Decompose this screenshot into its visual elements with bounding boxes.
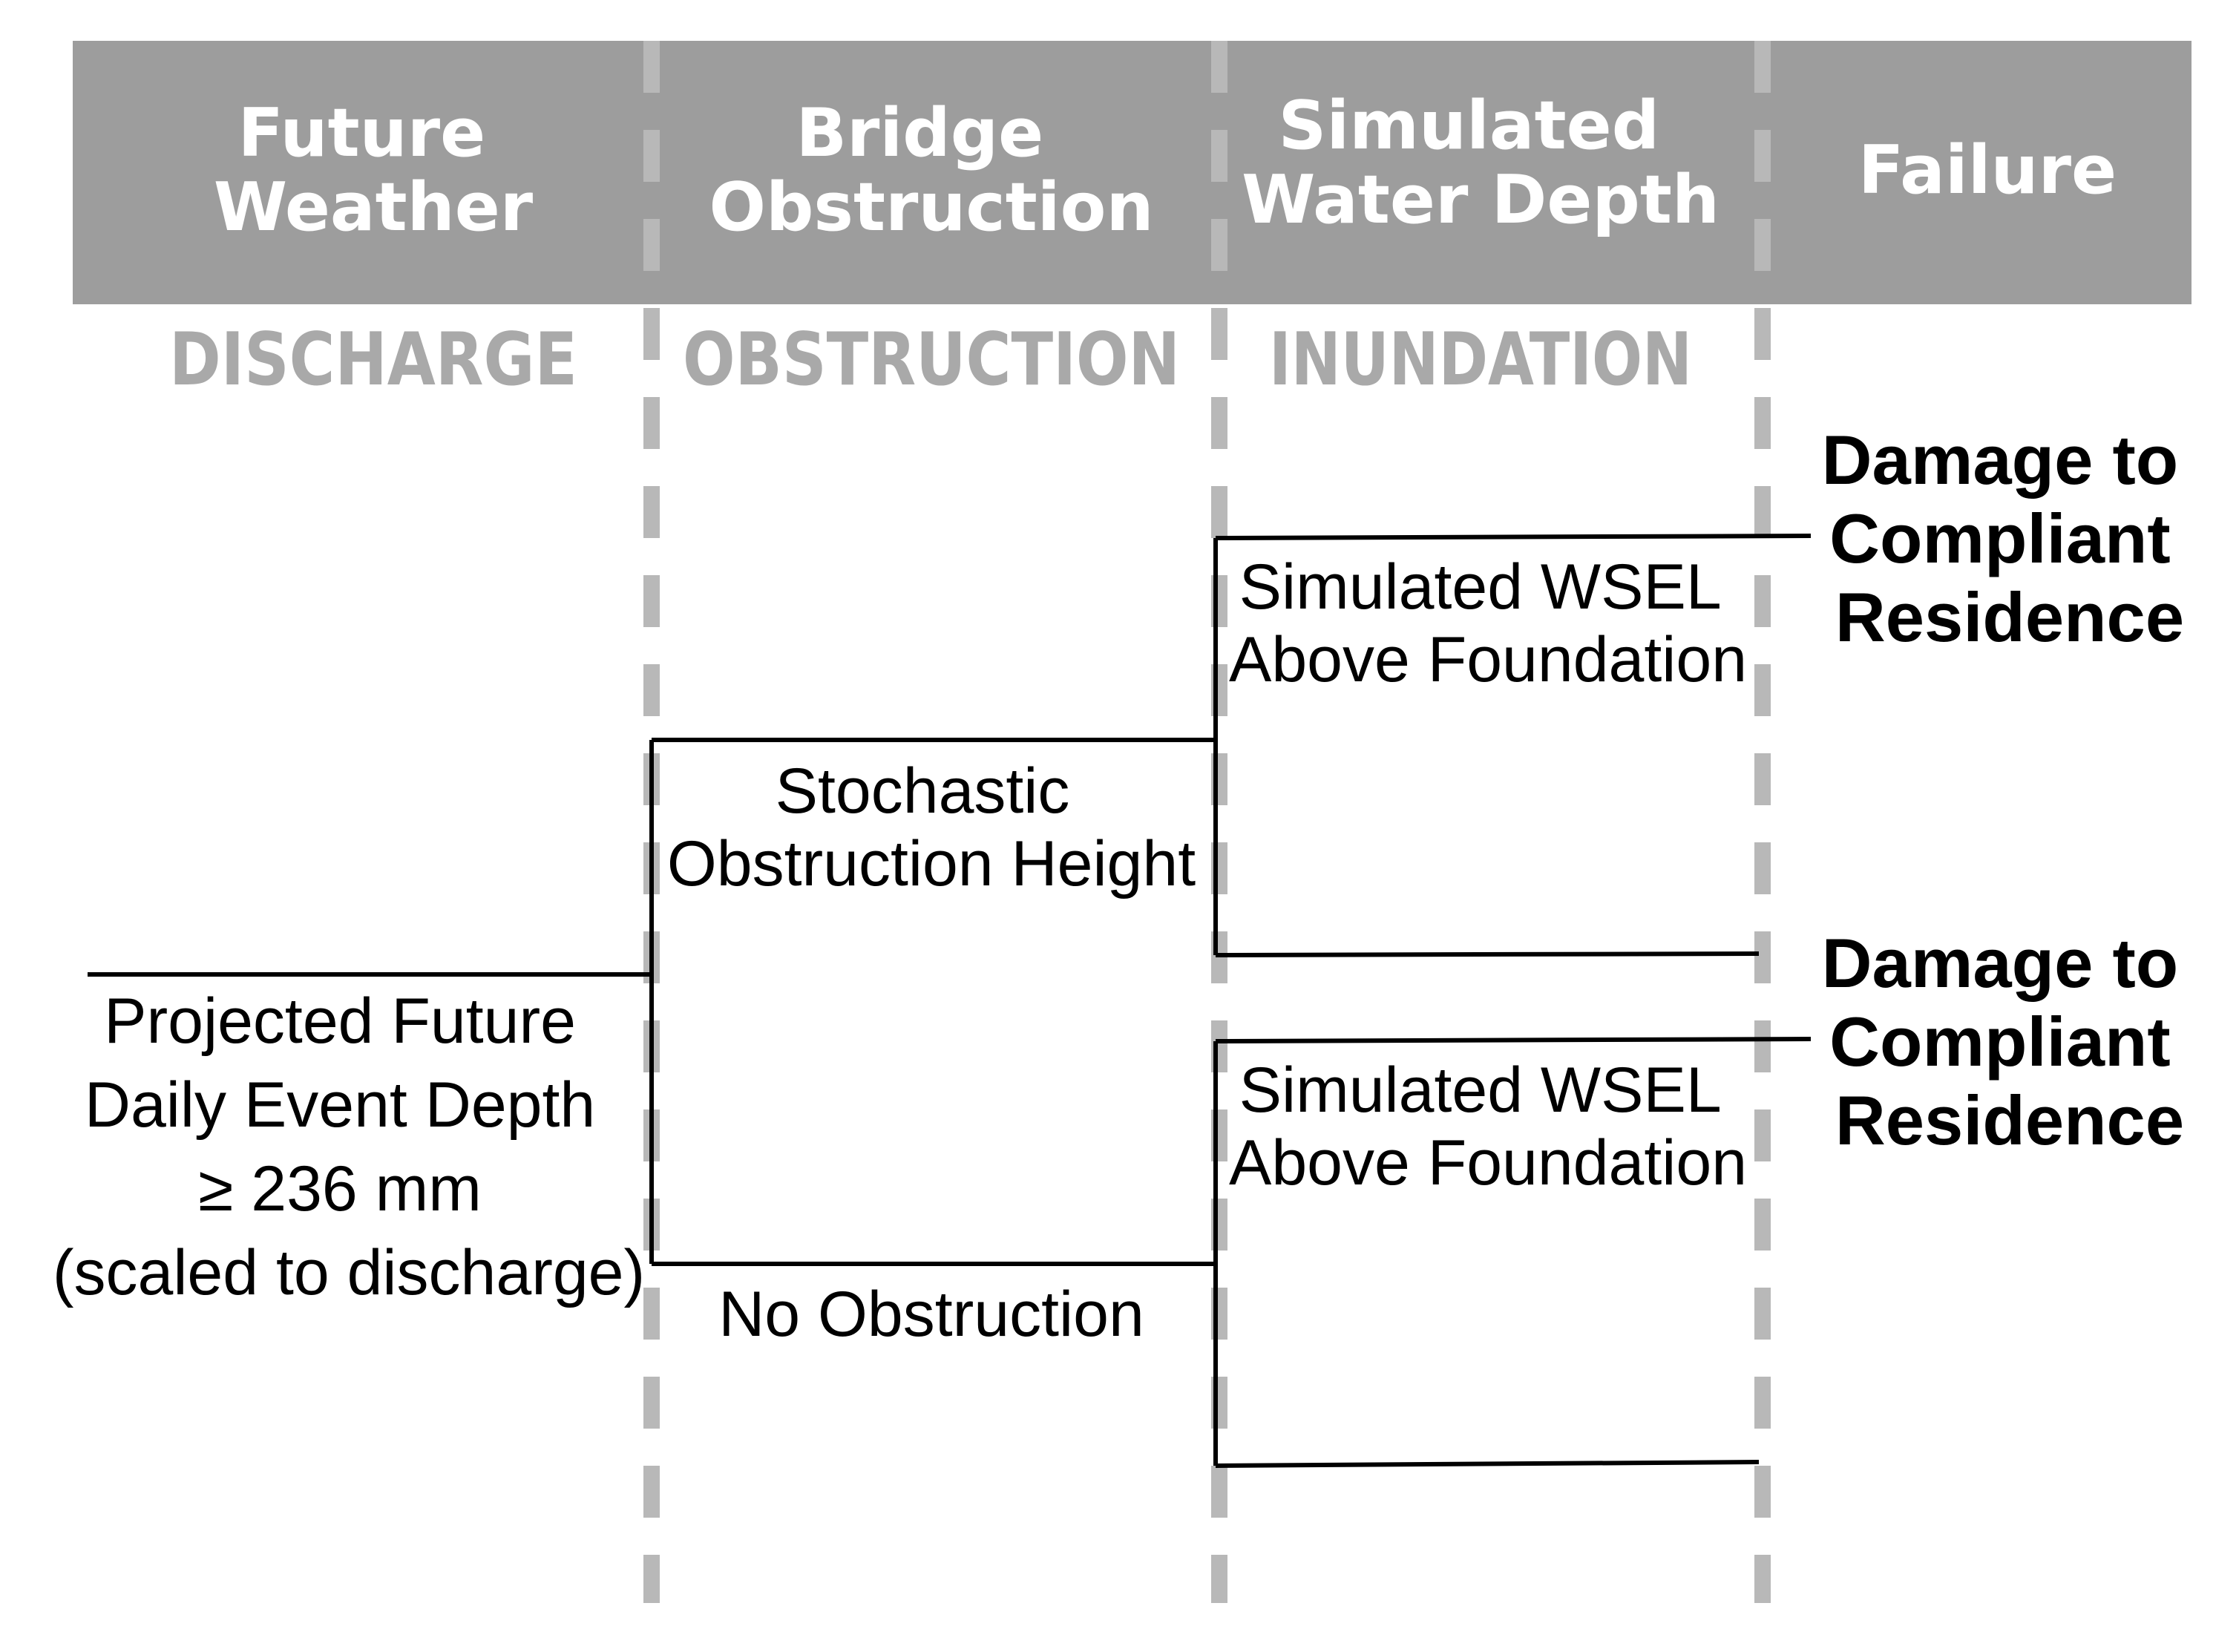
lower-no-inundation-branch <box>1215 1460 1760 1468</box>
upper-wsel-label: Simulated WSEL Above Foundation <box>1229 551 1747 695</box>
lower-wsel-branch <box>1215 1037 1812 1043</box>
header-failure: Failure <box>1858 131 2117 209</box>
header-line: Simulated <box>1279 87 1660 165</box>
outcome-line: Damage to <box>1822 924 2179 1002</box>
lower-wsel-label: Simulated WSEL Above Foundation <box>1229 1055 1747 1199</box>
no-obstruction-label: No Obstruction <box>718 1279 1144 1350</box>
root-event-label: Projected Future Daily Event Depth ≥ 236… <box>53 986 645 1308</box>
header-bridge-obstruction: Bridge Obstruction <box>709 94 1153 246</box>
header-line: Future <box>238 94 486 172</box>
outcome-line: Residence <box>1835 578 2184 656</box>
header-line: Bridge <box>796 94 1043 172</box>
root-event-line: Daily Event Depth <box>85 1069 595 1141</box>
upper-outcome-label: Damage to Compliant Residence <box>1822 421 2198 656</box>
branch-label-line: Simulated WSEL <box>1239 551 1720 623</box>
branch-label-line: Simulated WSEL <box>1239 1055 1720 1126</box>
stochastic-obstruction-label: Stochastic Obstruction Height <box>667 755 1196 899</box>
upper-wsel-branch <box>1215 534 1812 540</box>
root-event-line: (scaled to discharge) <box>53 1237 645 1308</box>
subheader-inundation: INUNDATION <box>1269 318 1692 402</box>
header-simulated-water-depth: Simulated Water Depth <box>1242 87 1720 239</box>
upper-no-inundation-branch <box>1215 951 1760 957</box>
header-line: Weather <box>214 168 534 246</box>
header-future-weather: Future Weather <box>214 94 534 246</box>
root-event-line: Projected Future <box>104 986 576 1057</box>
outcome-line: Compliant <box>1829 1003 2171 1081</box>
branch-label-line: No Obstruction <box>718 1279 1144 1350</box>
header-line: Failure <box>1858 131 2117 209</box>
header-band <box>73 41 2192 304</box>
branch-label-line: Obstruction Height <box>667 828 1196 899</box>
header-line: Water Depth <box>1242 161 1720 239</box>
header-line: Obstruction <box>709 168 1153 246</box>
branch-label-line: Stochastic <box>776 755 1070 827</box>
subheader-obstruction: OBSTRUCTION <box>683 318 1180 402</box>
outcome-line: Residence <box>1835 1081 2184 1159</box>
lower-outcome-label: Damage to Compliant Residence <box>1822 924 2198 1159</box>
branch-label-line: Above Foundation <box>1229 624 1747 695</box>
branch-label-line: Above Foundation <box>1229 1127 1747 1199</box>
outcome-line: Damage to <box>1822 421 2179 499</box>
root-event-line: ≥ 236 mm <box>198 1153 482 1225</box>
subheader-discharge: DISCHARGE <box>169 318 577 402</box>
outcome-line: Compliant <box>1829 499 2171 577</box>
